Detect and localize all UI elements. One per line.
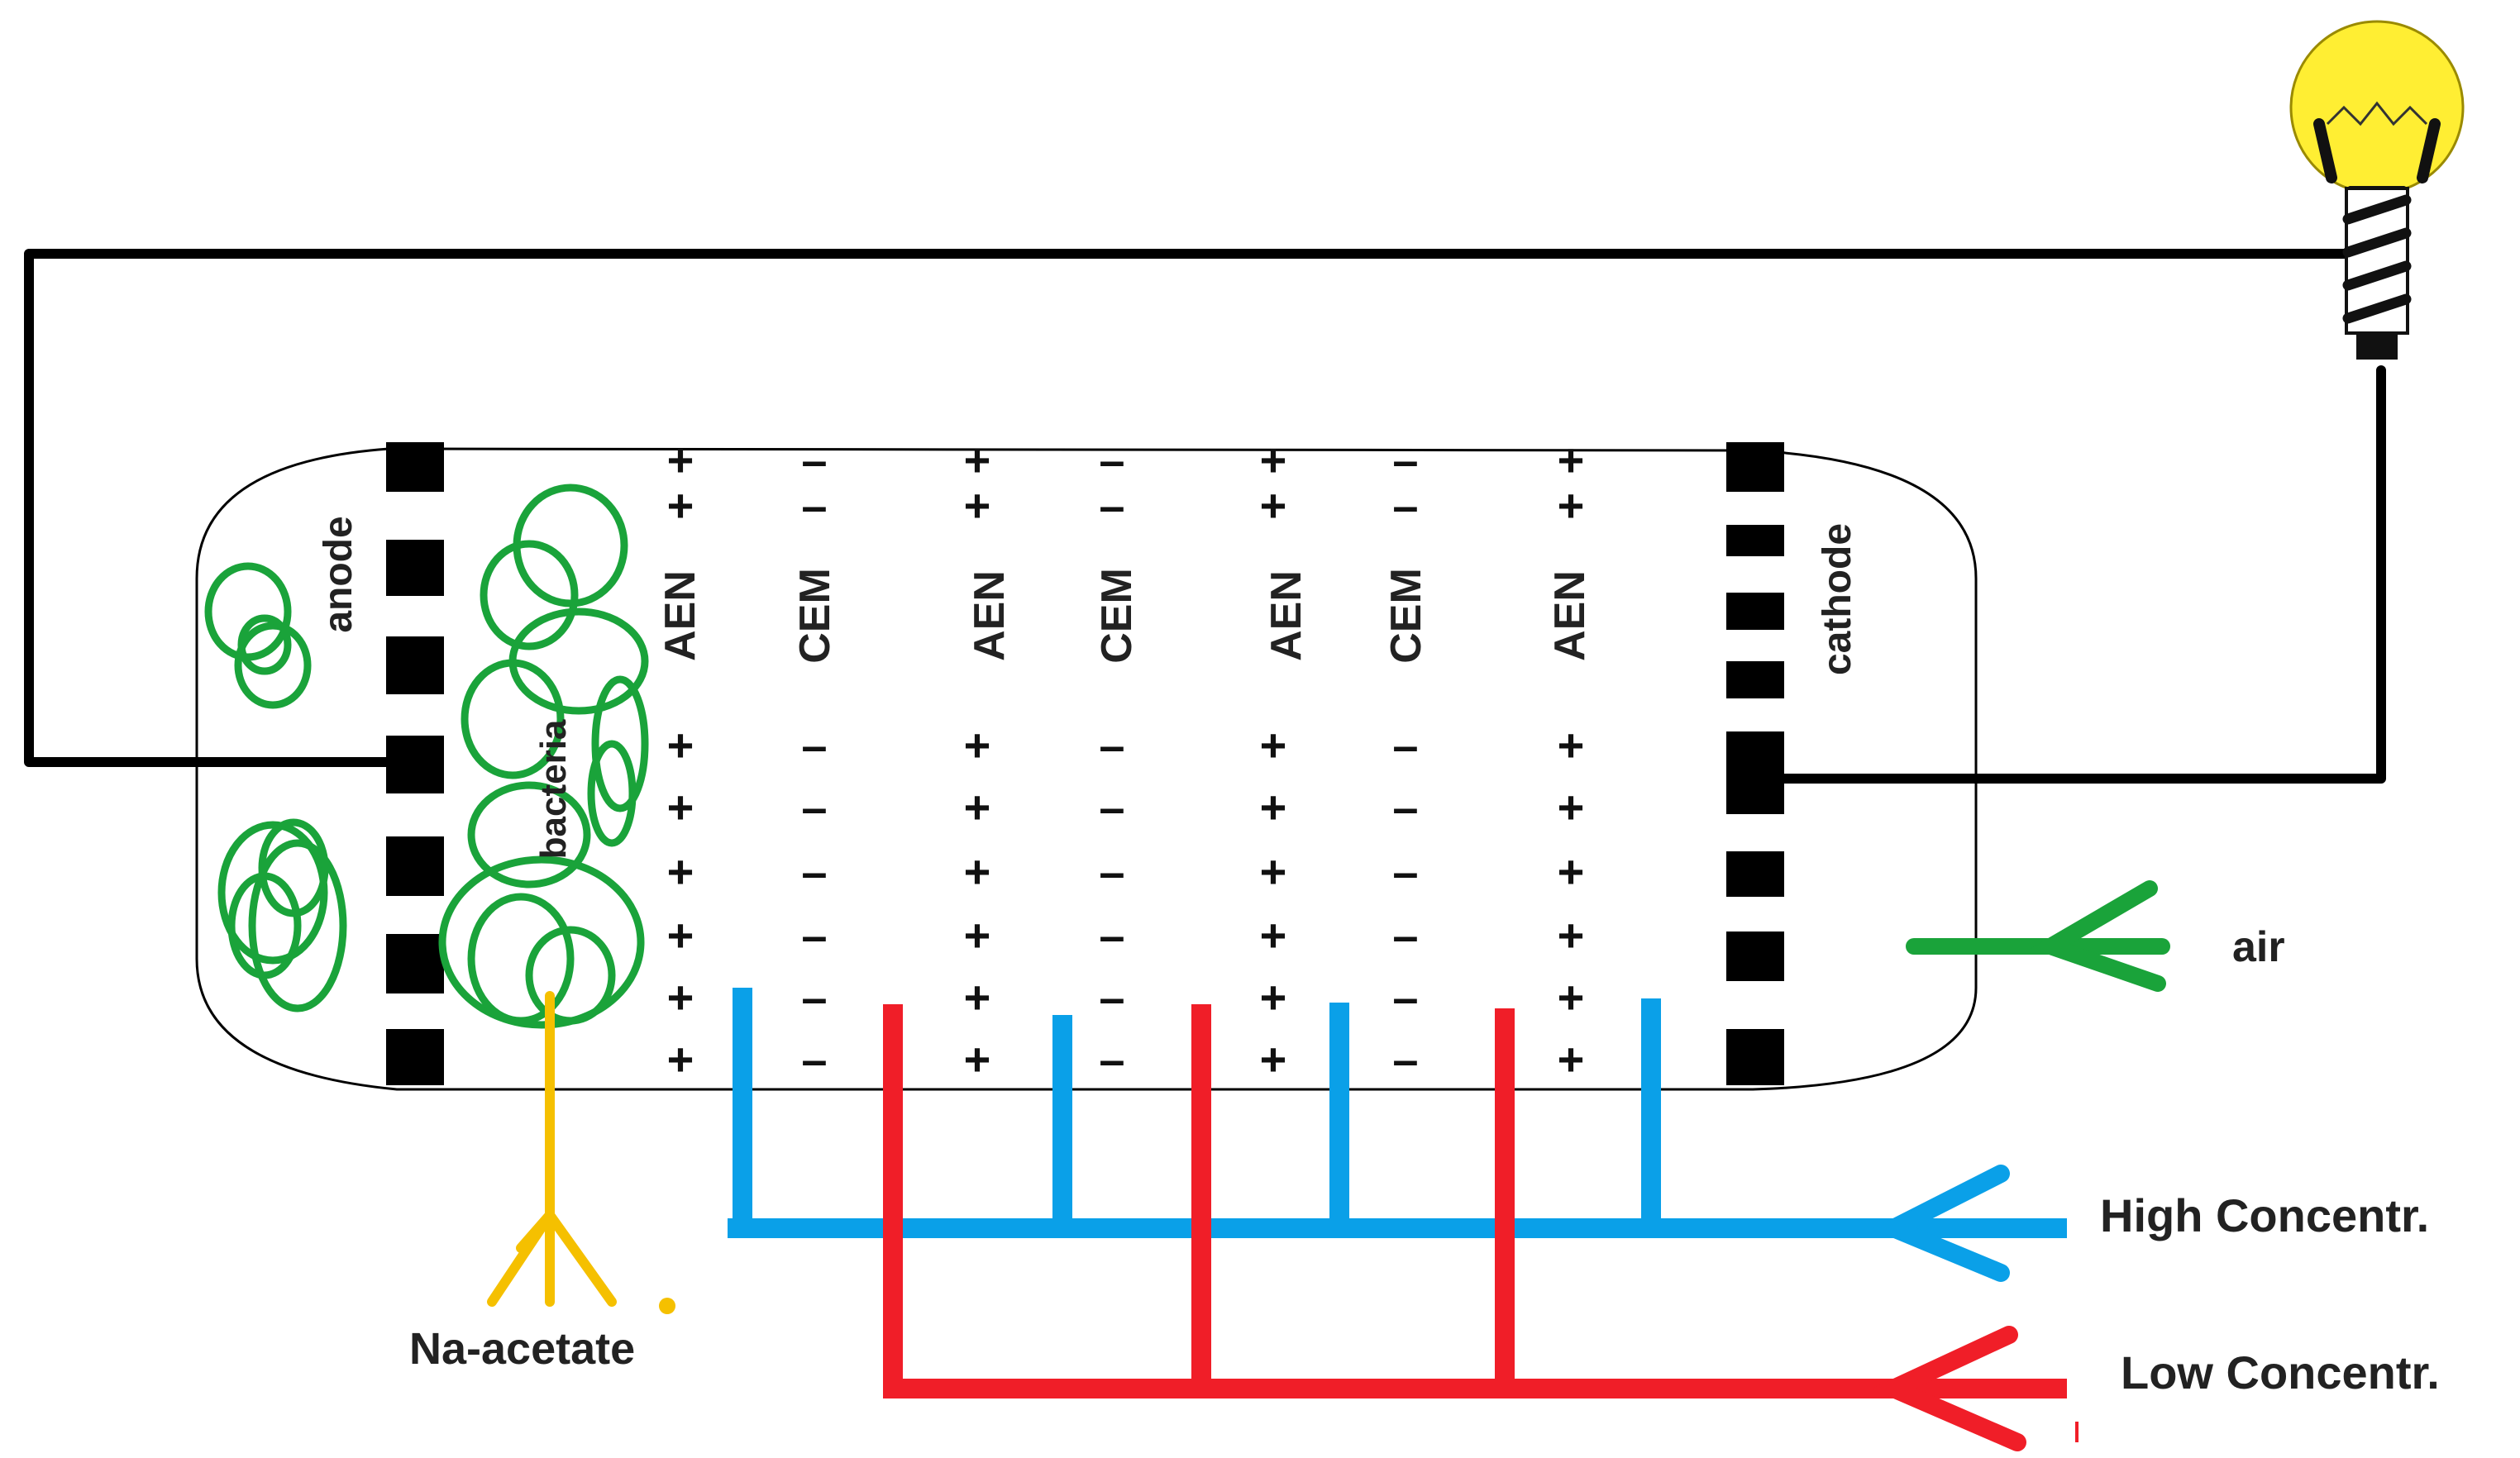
membrane-6-charge-7: – (1392, 971, 1418, 1023)
low-concentration-label: Low Concentr. (2121, 1346, 2440, 1398)
membrane-4-charge-8: – (1099, 1033, 1124, 1085)
membrane-7-charge-7: + (1558, 971, 1585, 1023)
membrane-7-charge-8: + (1558, 1033, 1585, 1085)
membrane-2-charge-7: – (801, 971, 827, 1023)
membrane-1-charge-5: + (667, 846, 694, 898)
membrane-5-charge-7: + (1260, 971, 1287, 1023)
membrane-label-4: CEM (1093, 568, 1141, 664)
membrane-7-charge-1: + (1558, 434, 1585, 486)
high-concentration-arrow-icon (1871, 1165, 2010, 1282)
membrane-7-charge-2: + (1558, 479, 1585, 531)
high-concentration-label: High Concentr. (2100, 1189, 2429, 1241)
membrane-6-charge-6: – (1392, 909, 1418, 961)
external-circuit (24, 249, 2386, 784)
na-acetate-label: Na-acetate (409, 1324, 635, 1374)
membrane-3-charge-1: + (964, 434, 991, 486)
membrane-6-charge-2: – (1392, 479, 1418, 531)
membrane-2-charge-6: – (801, 909, 827, 961)
membrane-6-charge-3: – (1392, 719, 1418, 771)
membrane-2-charge-1: – (801, 434, 827, 486)
membrane-1-charge-6: + (667, 909, 694, 961)
membrane-5-charge-2: + (1260, 479, 1287, 531)
membrane-2-charge-8: – (801, 1033, 827, 1085)
membrane-7-charge-6: + (1558, 909, 1585, 961)
membrane-7-charge-4: + (1558, 781, 1585, 833)
membrane-7-charge-5: + (1558, 846, 1585, 898)
membrane-5-charge-8: + (1260, 1033, 1287, 1085)
membrane-1-charge-7: + (667, 971, 694, 1023)
membrane-2-charge-5: – (801, 846, 827, 898)
membrane-1-charge-1: + (667, 434, 694, 486)
membrane-5-charge-3: + (1260, 719, 1287, 771)
membrane-3-charge-5: + (964, 846, 991, 898)
membrane-2-charge-2: – (801, 479, 827, 531)
membrane-7-charge-3: + (1558, 719, 1585, 771)
membrane-6-charge-4: – (1392, 781, 1418, 833)
membrane-5-charge-6: + (1260, 909, 1287, 961)
membrane-4-charge-2: – (1099, 479, 1124, 531)
bacteria-cluster-left (204, 562, 347, 1012)
membrane-1-charge-8: + (667, 1033, 694, 1085)
membrane-label-2: CEM (791, 568, 839, 664)
cathode-label: cathode (1816, 523, 1859, 675)
anode-electrode (386, 442, 444, 1085)
membrane-2-charge-3: – (801, 719, 827, 771)
feed-dot (659, 1298, 675, 1314)
membrane-4-charge-5: – (1099, 846, 1124, 898)
air-stream (1906, 880, 2170, 992)
membrane-label-7: AEN (1546, 570, 1594, 661)
high-concentration-stream (728, 988, 2067, 1238)
membrane-4-charge-4: – (1099, 781, 1124, 833)
membrane-6-charge-1: – (1392, 434, 1418, 486)
membrane-label-3: AEN (966, 570, 1014, 661)
membrane-4-charge-3: – (1099, 719, 1124, 771)
membrane-1-charge-3: + (667, 719, 694, 771)
membrane-label-1: AEN (656, 570, 704, 661)
membrane-3-charge-3: + (964, 719, 991, 771)
membrane-3-charge-8: + (964, 1033, 991, 1085)
bacteria-label: bacteria (533, 719, 574, 859)
cathode-electrode (1726, 442, 1784, 1085)
membrane-5-charge-1: + (1260, 434, 1287, 486)
membrane-2-charge-4: – (801, 781, 827, 833)
membrane-5-charge-4: + (1260, 781, 1287, 833)
membrane-6-charge-5: – (1392, 846, 1418, 898)
membrane-label-6: CEM (1382, 568, 1430, 664)
cell-body (195, 447, 1978, 1091)
membrane-4-charge-1: – (1099, 434, 1124, 486)
na-acetate-feed-line (487, 991, 617, 1307)
membrane-3-charge-2: + (964, 479, 991, 531)
membrane-1-charge-2: + (667, 479, 694, 531)
membrane-6-charge-8: – (1392, 1033, 1418, 1085)
membrane-label-5: AEN (1262, 570, 1310, 661)
membrane-3-charge-4: + (964, 781, 991, 833)
low-concentration-arrow-icon (1871, 1326, 2026, 1451)
membrane-4-charge-6: – (1099, 909, 1124, 961)
membrane-3-charge-6: + (964, 909, 991, 961)
light-bulb-icon (2289, 20, 2465, 360)
anode-label: anode (317, 516, 360, 632)
low-concentration-stream (883, 1004, 2067, 1398)
membrane-labels: AEN CEM AEN CEM AEN CEM AEN (656, 568, 1594, 664)
membrane-1-charge-4: + (667, 781, 694, 833)
air-label: air (2232, 923, 2285, 971)
membrane-5-charge-5: + (1260, 846, 1287, 898)
membrane-charge-columns: ++++++++––––––––++++++++––––––––++++++++… (667, 434, 1585, 1085)
bacteria-cluster-right (438, 484, 649, 1029)
membrane-4-charge-7: – (1099, 971, 1124, 1023)
membrane-3-charge-7: + (964, 971, 991, 1023)
